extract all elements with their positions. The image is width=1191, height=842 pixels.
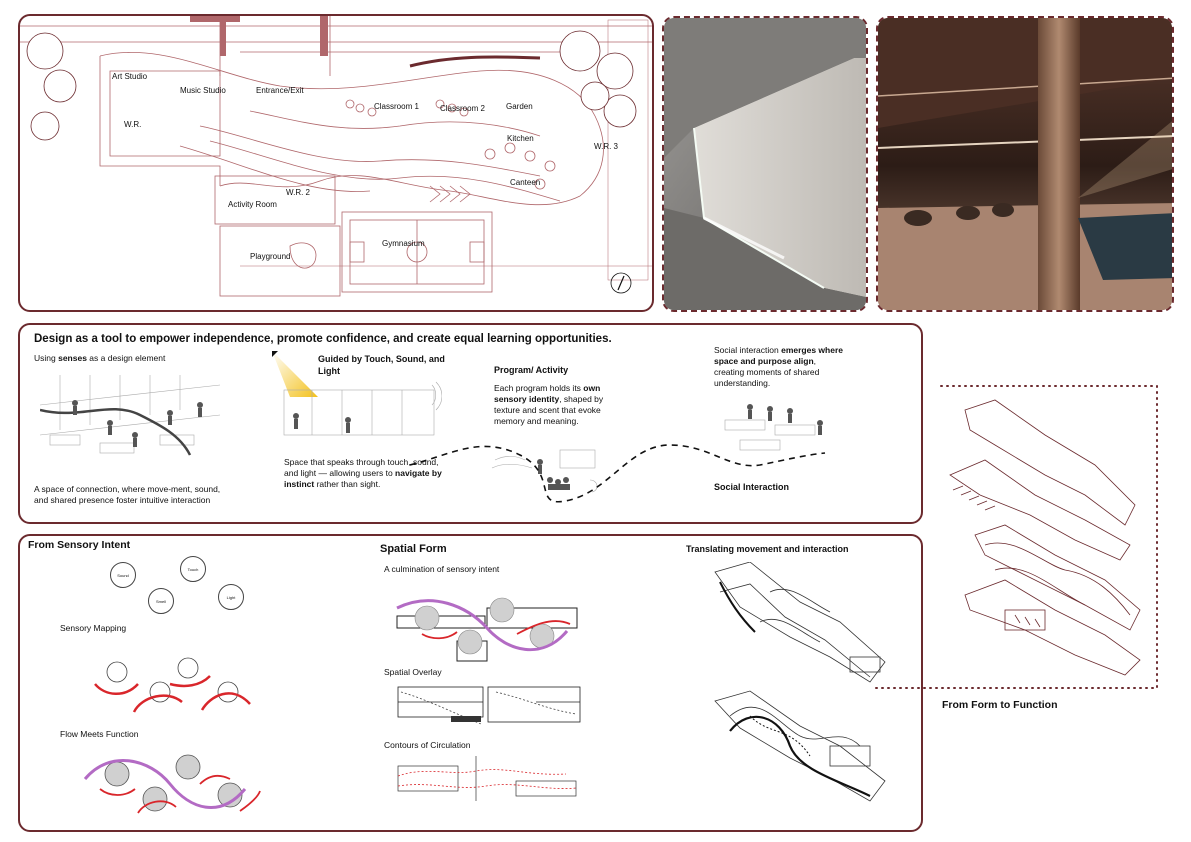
room-classroom2: Classroom 2: [440, 104, 485, 113]
render-canteen-panel: [876, 16, 1174, 312]
room-activity: Activity Room: [228, 200, 277, 209]
room-art-studio: Art Studio: [112, 72, 148, 81]
social-heading: Social Interaction: [714, 482, 790, 492]
sensory-mapping-diagram: [94, 657, 251, 713]
room-classroom1: Classroom 1: [374, 102, 419, 111]
room-music-studio: Music Studio: [180, 86, 226, 95]
sensory-strip-panel: Design as a tool to empower independence…: [18, 323, 923, 524]
spatial-form-heading: Spatial Form: [380, 543, 447, 555]
social-sketch: [724, 404, 823, 451]
overlay-label: Spatial Overlay: [384, 667, 442, 677]
sense-circle-touch: Touch: [180, 556, 206, 582]
contours-diagram: [397, 756, 577, 801]
translating-heading: Translating movement and interaction: [686, 544, 849, 554]
room-gymnasium: Gymnasium: [382, 239, 425, 248]
culmination-diagram: [396, 597, 578, 662]
sensory-mapping-label: Sensory Mapping: [60, 623, 127, 633]
render-canteen-image: [878, 18, 1172, 310]
floor-plan-panel: Art Studio Music Studio Entrance/Exit W.…: [18, 14, 654, 312]
flow-function-label: Flow Meets Function: [60, 729, 139, 739]
sense-circle-light: Light: [218, 584, 244, 610]
room-playground: Playground: [250, 252, 291, 261]
floor-plan-drawing: [20, 16, 652, 297]
speaks-caption: Space that speaks through touch, sound, …: [284, 457, 442, 489]
room-wr2: W.R. 2: [286, 188, 311, 197]
program-sketch: [491, 449, 598, 493]
room-kitchen: Kitchen: [507, 134, 534, 143]
contours-label: Contours of Circulation: [384, 740, 471, 750]
connection-caption: A space of connection, where move-ment, …: [34, 484, 221, 505]
form-process-panel: From Sensory Intent Sound Touch Smell Li…: [18, 534, 923, 832]
strip-headline: Design as a tool to empower independence…: [34, 333, 612, 345]
exploded-axonometric: [949, 399, 1141, 676]
room-entrance: Entrance/Exit: [256, 86, 304, 95]
room-wr3: W.R. 3: [594, 142, 619, 151]
form-function-heading: From Form to Function: [942, 699, 1058, 711]
overlay-diagram: [397, 686, 581, 725]
social-caption: Social interaction emerges where space a…: [714, 345, 843, 388]
sense-circle-smell: Smell: [148, 588, 174, 614]
sensory-intent-heading: From Sensory Intent: [28, 539, 131, 551]
culmination-label: A culmination of sensory intent: [384, 564, 500, 574]
sense-circle-sound: Sound: [110, 562, 136, 588]
translating-axonometric-bottom: [714, 690, 886, 802]
translating-axonometric-top: [714, 562, 886, 683]
connection-sketch: [40, 375, 221, 456]
senses-caption: Using senses as a design element: [34, 353, 166, 363]
light-cone-icon: [272, 351, 318, 397]
room-canteen: Canteen: [510, 178, 541, 187]
room-wr1: W.R.: [124, 120, 142, 129]
program-heading: Program/ Activity: [494, 365, 569, 375]
form-function-dotted-frame: [870, 385, 1158, 689]
circulation-path: [410, 444, 826, 503]
guided-sketch: [283, 381, 442, 436]
render-wall-panel: [662, 16, 868, 312]
flow-function-diagram: [83, 754, 261, 814]
program-caption: Each program holds its own sensory ident…: [494, 383, 604, 426]
guided-heading: Guided by Touch, Sound, and Light: [318, 354, 445, 376]
room-garden: Garden: [506, 102, 533, 111]
render-wall-image: [664, 18, 866, 310]
